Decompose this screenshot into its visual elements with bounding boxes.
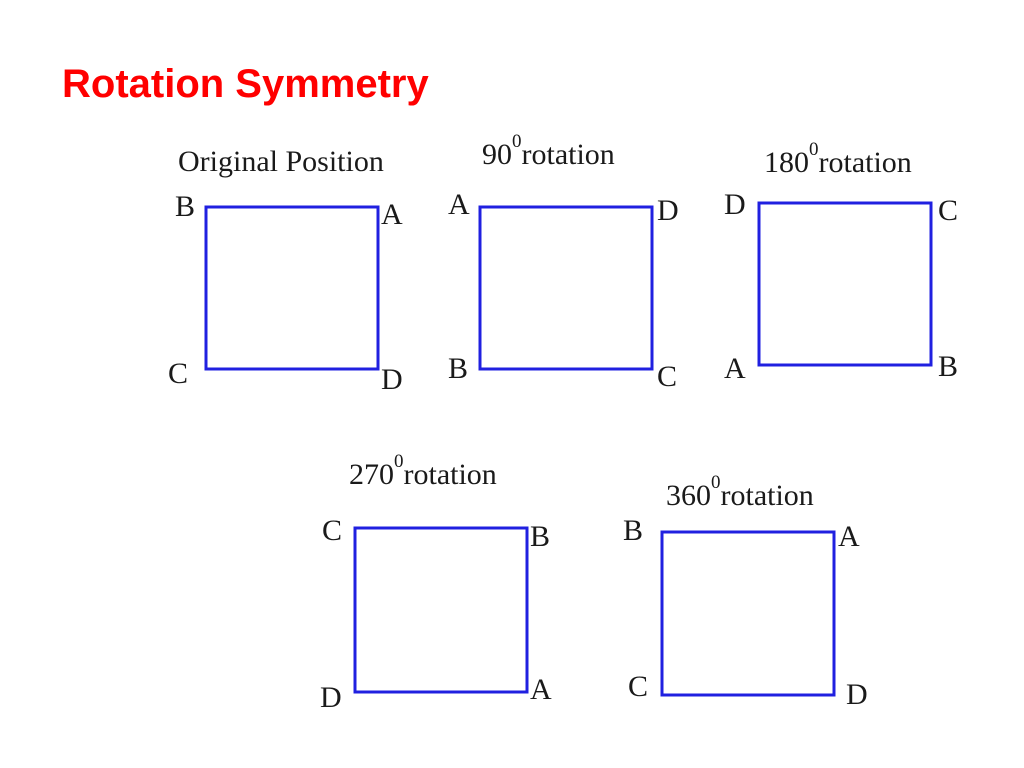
panel-180-rotation: 1800rotation D C A B bbox=[724, 139, 958, 385]
corner-top-right: D bbox=[657, 194, 679, 227]
panel-90-rotation: 900rotation A D B C bbox=[448, 131, 679, 393]
corner-top-left: B bbox=[175, 190, 195, 223]
panel-270-rotation: 2700rotation C B D A bbox=[320, 451, 552, 714]
square-180 bbox=[757, 201, 933, 367]
caption-original-position: Original Position bbox=[178, 145, 384, 178]
caption-270-number: 270 bbox=[349, 458, 394, 491]
square-270 bbox=[353, 526, 529, 694]
panel-original-position: Original Position B A C D bbox=[168, 145, 403, 396]
caption-90-rotation: 900rotation bbox=[482, 131, 615, 171]
caption-180-number: 180 bbox=[764, 146, 809, 179]
corner-top-right: C bbox=[938, 194, 958, 227]
corner-top-left: D bbox=[724, 188, 746, 221]
square-original bbox=[204, 205, 380, 371]
corner-bottom-right: C bbox=[657, 360, 677, 393]
corner-bottom-left: C bbox=[628, 670, 648, 703]
corner-top-right: A bbox=[838, 520, 860, 553]
corner-bottom-left: D bbox=[320, 681, 342, 714]
caption-270-superscript: 0 bbox=[394, 451, 404, 472]
caption-360-number: 360 bbox=[666, 479, 711, 512]
corner-top-left: B bbox=[623, 514, 643, 547]
caption-360-suffix: rotation bbox=[721, 479, 814, 512]
caption-180-superscript: 0 bbox=[809, 139, 819, 160]
corner-top-left: A bbox=[448, 188, 470, 221]
corner-bottom-left: C bbox=[168, 357, 188, 390]
corner-bottom-left: B bbox=[448, 352, 468, 385]
corner-bottom-left: A bbox=[724, 352, 746, 385]
corner-bottom-right: D bbox=[846, 678, 868, 711]
caption-180-rotation: 1800rotation bbox=[764, 139, 912, 179]
caption-360-superscript: 0 bbox=[711, 472, 721, 493]
slide-title: Rotation Symmetry bbox=[62, 62, 429, 106]
panel-360-rotation: 3600rotation B A C D bbox=[623, 472, 868, 711]
corner-top-left: C bbox=[322, 514, 342, 547]
square-360 bbox=[660, 530, 836, 697]
caption-90-number: 90 bbox=[482, 138, 512, 171]
corner-bottom-right: B bbox=[938, 350, 958, 383]
square-90 bbox=[478, 205, 654, 371]
caption-90-suffix: rotation bbox=[522, 138, 615, 171]
caption-270-suffix: rotation bbox=[404, 458, 497, 491]
corner-top-right: B bbox=[530, 520, 550, 553]
corner-top-right: A bbox=[381, 198, 403, 231]
caption-270-rotation: 2700rotation bbox=[349, 451, 497, 491]
corner-bottom-right: D bbox=[381, 363, 403, 396]
caption-360-rotation: 3600rotation bbox=[666, 472, 814, 512]
corner-bottom-right: A bbox=[530, 673, 552, 706]
caption-180-suffix: rotation bbox=[819, 146, 912, 179]
caption-90-superscript: 0 bbox=[512, 131, 522, 152]
